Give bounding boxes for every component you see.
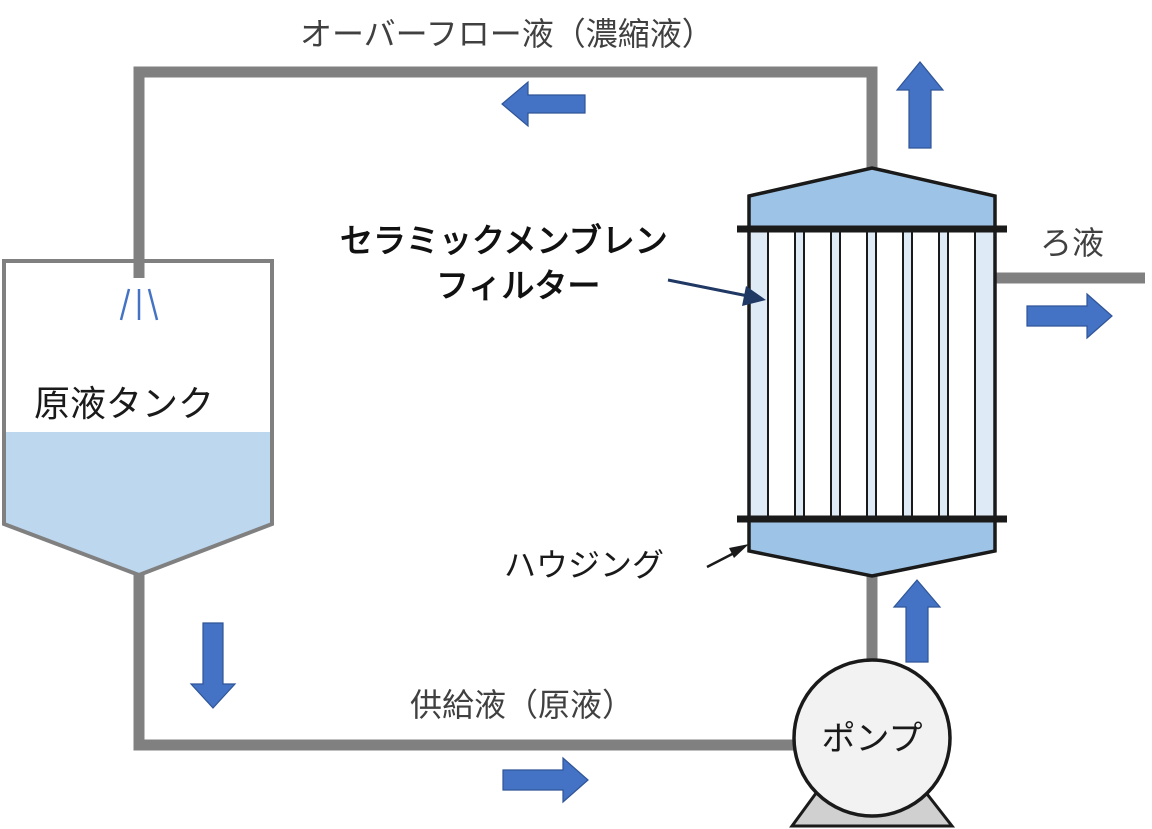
membrane-filter — [737, 166, 1007, 578]
membrane-label-line1: セラミックメンブレン — [340, 221, 668, 260]
overflow-pipe — [133, 66, 878, 278]
membrane-label-line2: フィルター — [436, 266, 600, 305]
tank-label: 原液タンク — [34, 384, 214, 425]
arrow-up-icon — [895, 61, 945, 149]
tank-liquid — [4, 432, 272, 575]
pointer-arrows — [667, 278, 766, 569]
feed-label: 供給液（原液） — [410, 686, 634, 724]
pump — [789, 658, 956, 828]
membrane-pointer-head — [742, 286, 766, 306]
arrow-down-icon — [189, 622, 237, 709]
arrow-left-icon — [501, 80, 586, 128]
tank-outline — [2, 259, 274, 578]
housing-label: ハウジング — [504, 546, 664, 584]
overflow-label: オーバーフロー液（濃縮液） — [300, 15, 714, 53]
feed-pipe — [133, 574, 800, 751]
arrow-up-icon — [892, 579, 942, 663]
filter-top-cap — [747, 166, 997, 231]
arrow-right-icon — [502, 756, 589, 804]
arrow-right-icon — [1026, 292, 1113, 340]
filter-bottom-cap — [747, 517, 997, 578]
flow-arrows — [189, 61, 1113, 804]
housing-pointer-head — [729, 544, 749, 558]
pump-body — [792, 658, 952, 818]
pump-label: ポンプ — [822, 719, 923, 759]
pipes — [133, 66, 1145, 751]
membrane-pointer — [667, 278, 749, 298]
spray-icon — [119, 288, 159, 321]
filtrate-label: ろ液 — [1040, 224, 1104, 262]
raw-tank — [2, 259, 274, 578]
